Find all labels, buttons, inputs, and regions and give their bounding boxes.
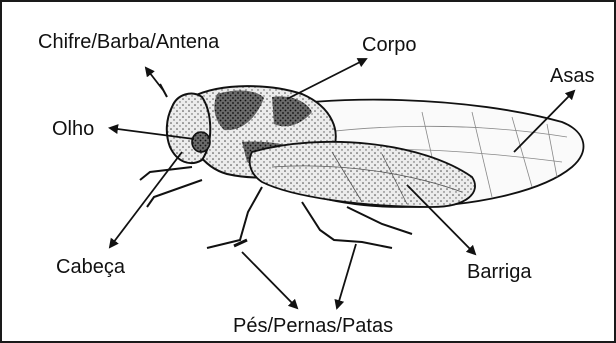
label-belly: Barriga <box>467 262 531 282</box>
label-eye: Olho <box>52 119 94 139</box>
label-wings: Asas <box>550 66 594 86</box>
label-antenna: Chifre/Barba/Antena <box>38 32 219 52</box>
head <box>167 94 210 164</box>
eye <box>192 132 210 152</box>
label-head: Cabeça <box>56 257 125 277</box>
label-legs: Pés/Pernas/Patas <box>233 316 393 336</box>
label-body: Corpo <box>362 35 416 55</box>
